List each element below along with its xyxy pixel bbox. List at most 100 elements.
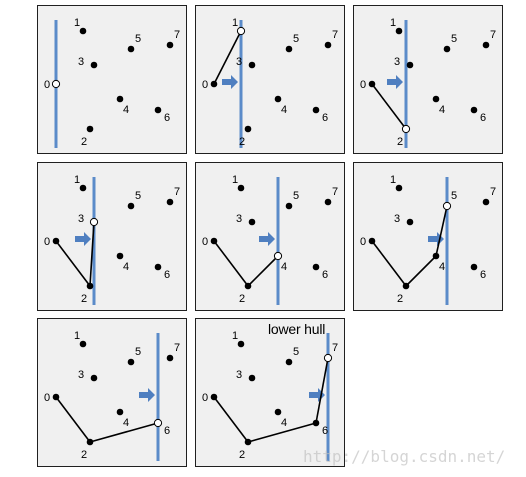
point — [90, 61, 98, 69]
point-label: 5 — [293, 346, 299, 358]
point-label: 7 — [174, 342, 180, 354]
point — [52, 237, 60, 245]
hull-edge — [213, 30, 242, 85]
point — [127, 45, 135, 53]
point — [79, 27, 87, 35]
watermark: http://blog.csdn.net/ — [303, 447, 506, 466]
point-label: 2 — [397, 293, 403, 305]
point — [312, 263, 320, 271]
point-label: 7 — [490, 29, 496, 41]
sweep-arrow-icon — [75, 232, 91, 246]
point — [166, 354, 174, 362]
point-label: 7 — [332, 342, 338, 354]
point-label: 0 — [44, 236, 50, 248]
point — [248, 374, 256, 382]
point-label: 4 — [281, 261, 287, 273]
point — [237, 184, 245, 192]
point — [86, 125, 94, 133]
point-label: 6 — [164, 269, 170, 281]
point-label: 1 — [232, 17, 238, 29]
point-label: 2 — [397, 136, 403, 148]
point-label: 5 — [135, 190, 141, 202]
point — [210, 393, 218, 401]
point — [154, 106, 162, 114]
point — [285, 358, 293, 366]
point — [432, 95, 440, 103]
point-label: 3 — [236, 369, 242, 381]
point — [127, 202, 135, 210]
point-label: 3 — [78, 369, 84, 381]
current-point — [323, 353, 333, 363]
point — [166, 41, 174, 49]
point-label: 2 — [239, 136, 245, 148]
point-label: 7 — [332, 29, 338, 41]
point — [470, 263, 478, 271]
point — [127, 358, 135, 366]
point — [402, 282, 410, 290]
point — [274, 408, 282, 416]
point-label: 4 — [123, 261, 129, 273]
current-point — [236, 26, 246, 36]
point-label: 3 — [78, 213, 84, 225]
point — [432, 252, 440, 260]
point — [154, 263, 162, 271]
point-label: 3 — [394, 56, 400, 68]
point — [79, 340, 87, 348]
point-label: 1 — [74, 17, 80, 29]
point — [324, 198, 332, 206]
sweep-line — [276, 177, 280, 305]
point-label: 0 — [202, 79, 208, 91]
point-label: 4 — [123, 104, 129, 116]
point-label: 3 — [394, 213, 400, 225]
current-point — [153, 418, 163, 428]
point — [285, 45, 293, 53]
point-label: 3 — [78, 56, 84, 68]
point-label: 7 — [332, 186, 338, 198]
hull-edge — [371, 240, 407, 287]
point-label: 6 — [322, 425, 328, 437]
point — [482, 41, 490, 49]
point — [368, 80, 376, 88]
sweep-arrow-icon — [387, 75, 403, 89]
point-label: 0 — [360, 79, 366, 91]
point-label: 1 — [232, 174, 238, 186]
point-label: 2 — [239, 449, 245, 461]
current-point — [51, 79, 61, 89]
hull-edge — [247, 255, 279, 287]
hull-edge — [435, 205, 448, 257]
point — [312, 106, 320, 114]
point-label: 3 — [236, 56, 242, 68]
point-label: 4 — [439, 104, 445, 116]
hull-edge — [213, 396, 249, 443]
point-label: 4 — [281, 104, 287, 116]
point-label: 4 — [281, 417, 287, 429]
hull-edge — [405, 255, 437, 287]
current-point — [273, 251, 283, 261]
point-label: 5 — [293, 190, 299, 202]
point — [312, 419, 320, 427]
point — [116, 95, 124, 103]
point-label: 0 — [44, 79, 50, 91]
point-label: 6 — [164, 112, 170, 124]
point — [285, 202, 293, 210]
sweep-line — [239, 20, 243, 148]
point-label: 2 — [81, 293, 87, 305]
point-label: 6 — [480, 112, 486, 124]
point-label: 3 — [236, 213, 242, 225]
sweep-line — [326, 333, 330, 461]
hull-edge — [247, 422, 317, 443]
point-label: 2 — [81, 449, 87, 461]
